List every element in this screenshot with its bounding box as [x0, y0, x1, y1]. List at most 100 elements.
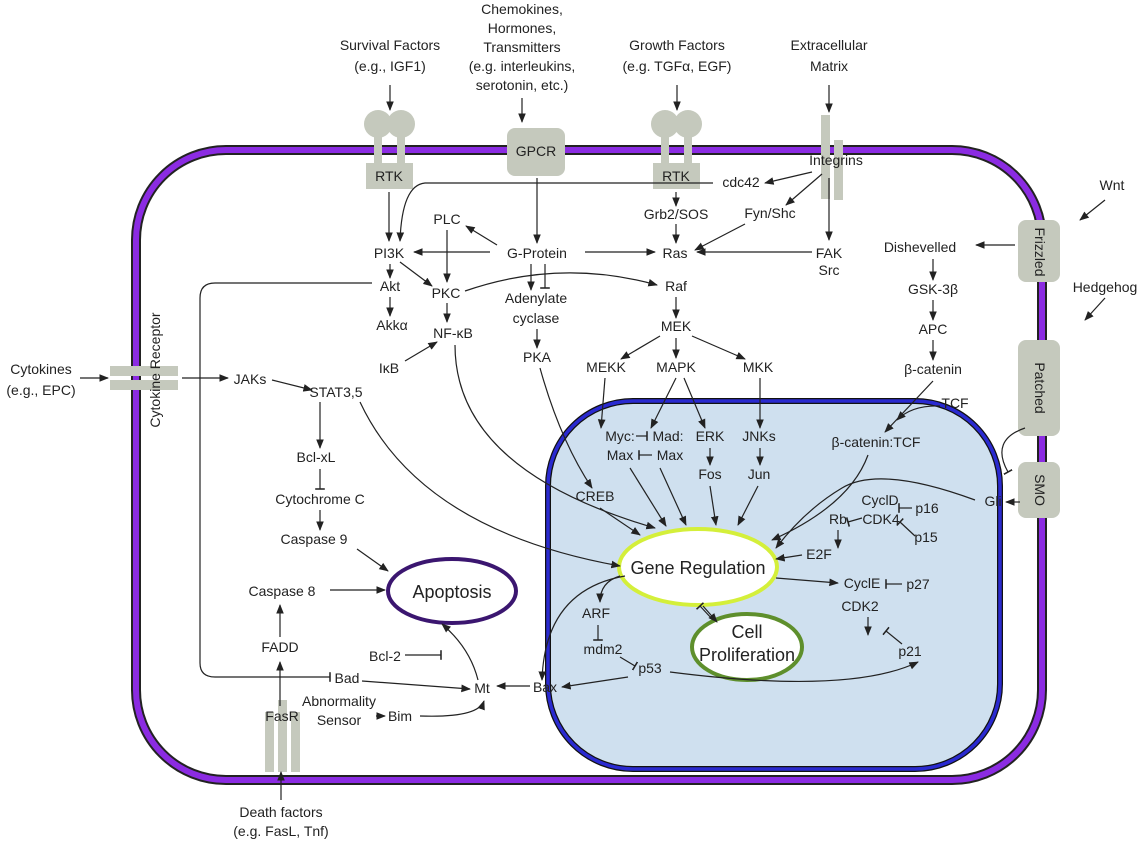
- node-myc: Myc:: [605, 428, 635, 444]
- node-caspase-9: Caspase 9: [281, 531, 348, 547]
- ecm-label-2: Matrix: [810, 58, 848, 74]
- node-akt: Akt: [380, 278, 400, 294]
- node-pkc: PKC: [432, 285, 461, 301]
- integrin-receptor: [821, 115, 843, 200]
- node-jaks: JAKs: [234, 371, 267, 387]
- chemokines-example-1: (e.g. interleukins,: [469, 58, 576, 74]
- smo-label: SMO: [1032, 474, 1048, 506]
- node-mekk: MEKK: [586, 359, 626, 375]
- node-sensor: Sensor: [317, 712, 362, 728]
- node-pka: PKA: [523, 349, 552, 365]
- node-nf-kb: NF-κB: [433, 325, 473, 341]
- node-fos: Fos: [698, 466, 721, 482]
- node-mt: Mt: [474, 680, 490, 696]
- node-bim: Bim: [388, 708, 412, 724]
- patched-label: Patched: [1032, 362, 1048, 413]
- cell-proliferation-label-1: Cell: [731, 622, 762, 642]
- growth-factors-label: Growth Factors: [629, 37, 725, 53]
- node-arf: ARF: [582, 605, 610, 621]
- node-dishevelled: Dishevelled: [884, 239, 956, 255]
- transmitters-label: Transmitters: [483, 39, 560, 55]
- node-creb: CREB: [576, 488, 615, 504]
- node-cytochrome-c: Cytochrome C: [275, 491, 364, 507]
- node-e2f: E2F: [806, 546, 832, 562]
- death-factors-example: (e.g. FasL, Tnf): [233, 823, 328, 839]
- node-jnks: JNKs: [742, 428, 775, 444]
- node-gsk3b: GSK-3β: [908, 281, 958, 297]
- frizzled-receptor: [1018, 220, 1060, 282]
- smo-receptor: [1018, 462, 1060, 518]
- node-p21: p21: [898, 643, 922, 659]
- frizzled-label: Frizzled: [1032, 227, 1048, 276]
- node-apc: APC: [919, 321, 948, 337]
- node-cycle: CyclE: [844, 575, 881, 591]
- node-src: Src: [819, 262, 840, 278]
- node-jun: Jun: [748, 466, 771, 482]
- node-gli: Gli: [984, 493, 1001, 509]
- growth-factors-example: (e.g. TGFα, EGF): [623, 58, 732, 74]
- node-mdm2: mdm2: [584, 641, 623, 657]
- node-ras: Ras: [663, 245, 688, 261]
- node-plc: PLC: [433, 211, 460, 227]
- cytokine-receptor-label: Cytokine Receptor: [147, 312, 163, 428]
- patched-receptor: [1018, 340, 1060, 436]
- node-b-catenin-tcf: β-catenin:TCF: [832, 434, 921, 450]
- node-fak: FAK: [816, 245, 843, 261]
- node-cycld: CyclD: [861, 492, 898, 508]
- node-max-1: Max: [607, 447, 633, 463]
- wnt-label: Wnt: [1100, 177, 1125, 193]
- fasr-receptor: [265, 700, 300, 772]
- node-p16: p16: [915, 500, 939, 516]
- node-p15: p15: [914, 529, 938, 545]
- cytokines-label: Cytokines: [10, 361, 71, 377]
- node-cyclase: cyclase: [513, 310, 560, 326]
- pathway-edges: [80, 85, 1106, 800]
- rtk-receptor-1: [364, 110, 415, 189]
- hormones-label: Hormones,: [488, 20, 556, 36]
- node-stat: STAT3,5: [309, 384, 362, 400]
- node-tcf: TCF: [941, 395, 968, 411]
- node-p27: p27: [906, 576, 930, 592]
- chemokines-label: Chemokines,: [481, 1, 563, 17]
- fasr-label: FasR: [265, 708, 298, 724]
- hedgehog-label: Hedgehog: [1073, 279, 1138, 295]
- node-cdk4: CDK4: [862, 511, 900, 527]
- chemokines-example-2: serotonin, etc.): [476, 77, 569, 93]
- node-akka: Akkα: [376, 317, 407, 333]
- survival-factors-label: Survival Factors: [340, 37, 440, 53]
- gpcr-label: GPCR: [516, 143, 556, 159]
- node-erk: ERK: [696, 428, 725, 444]
- node-bcl-2: Bcl-2: [369, 648, 401, 664]
- apoptosis-label: Apoptosis: [412, 582, 491, 602]
- ecm-label-1: Extracellular: [790, 37, 867, 53]
- node-bcl-xl: Bcl-xL: [297, 449, 336, 465]
- node-bax: Bax: [533, 679, 557, 695]
- cytokine-receptor: [110, 366, 178, 390]
- node-mapk: MAPK: [656, 359, 696, 375]
- cell-proliferation-label-2: Proliferation: [699, 645, 795, 665]
- node-fadd: FADD: [261, 639, 298, 655]
- cytokines-example: (e.g., EPC): [6, 382, 75, 398]
- node-mkk: MKK: [743, 359, 774, 375]
- node-p53: p53: [638, 660, 662, 676]
- node-max-2: Max: [657, 447, 683, 463]
- node-raf: Raf: [665, 278, 687, 294]
- node-mek: MEK: [661, 318, 692, 334]
- apoptosis-node: [386, 557, 518, 625]
- gene-regulation-label: Gene Regulation: [630, 558, 765, 578]
- node-fyn-shc: Fyn/Shc: [744, 205, 795, 221]
- node-bad: Bad: [335, 670, 360, 686]
- rtk-receptor-2: [651, 110, 702, 189]
- node-adenylate: Adenylate: [505, 290, 567, 306]
- node-rb: Rb: [829, 511, 847, 527]
- node-abnormality: Abnormality: [302, 693, 376, 709]
- gpcr-receptor: [507, 128, 565, 176]
- survival-factors-example: (e.g., IGF1): [354, 58, 426, 74]
- node-cdc42: cdc42: [722, 174, 760, 190]
- node-pi3k: PI3K: [374, 245, 405, 261]
- integrins-label: Integrins: [809, 152, 863, 168]
- node-grb2-sos: Grb2/SOS: [644, 206, 709, 222]
- node-caspase-8: Caspase 8: [249, 583, 316, 599]
- node-b-catenin: β-catenin: [904, 361, 962, 377]
